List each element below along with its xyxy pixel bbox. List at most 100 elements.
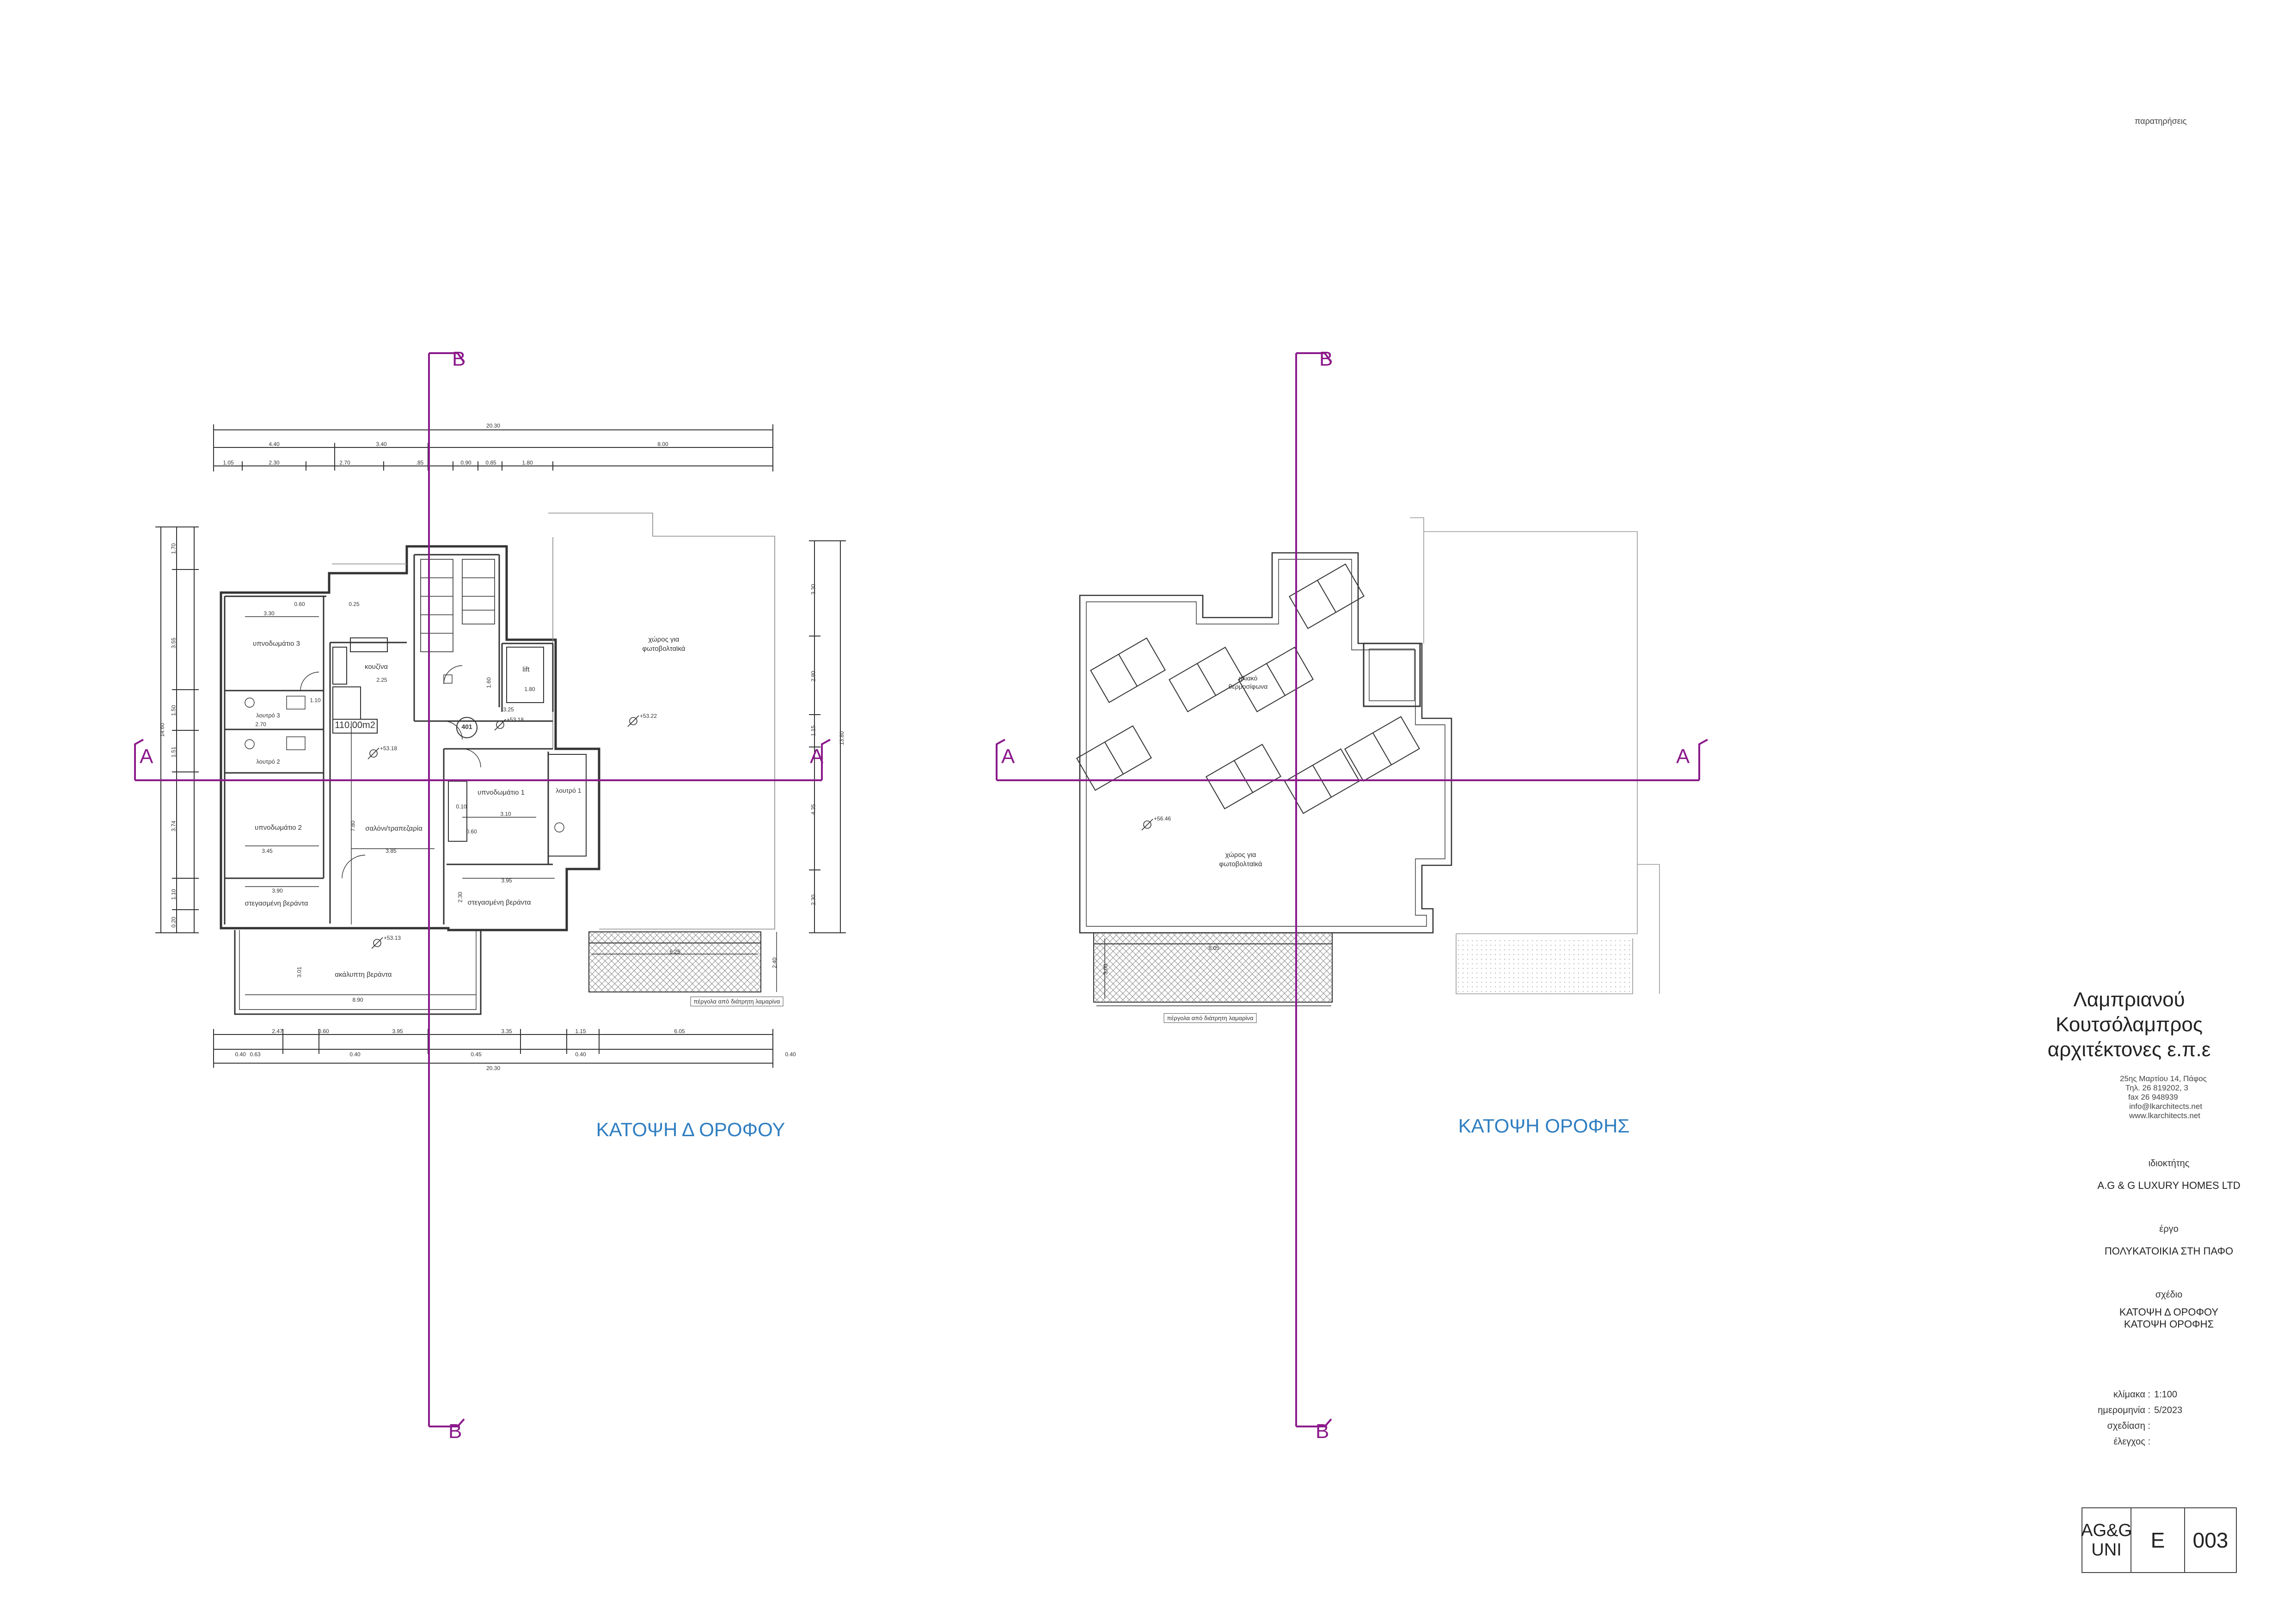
dim-bot-i: 0.40: [349, 1051, 361, 1058]
level-1: +53.18: [380, 745, 398, 752]
pergola-note-right: πέργολα από διάτρητη λαμαρίνα: [1163, 1013, 1257, 1023]
code-sheet-number: 003: [2192, 1528, 2229, 1552]
stair: [420, 559, 495, 652]
dim-in-a: 3.30: [263, 610, 275, 617]
date-value: 5/2023: [2154, 1405, 2183, 1415]
dim-veranda-w: 8.90: [352, 997, 363, 1003]
level-3: +53.22: [640, 713, 657, 719]
room-kitchen: κουζίνα: [365, 663, 388, 671]
room-wc-3: λουτρό 3: [256, 712, 280, 719]
firm-address-2: Τηλ. 26 819202, 3: [2125, 1083, 2188, 1092]
dim-in-o: 0.60: [466, 828, 477, 835]
checked-by-label: έλεγχος :: [2113, 1437, 2150, 1447]
section-a-left-start: A: [140, 745, 153, 768]
dim-left-f: 1.10: [170, 889, 177, 900]
project-label: έργο: [2159, 1224, 2179, 1234]
dim-in-j: 3.85: [386, 848, 397, 854]
dim-left-b: 3.55: [170, 637, 177, 649]
exterior-walls: [220, 545, 600, 931]
lift: [506, 647, 544, 703]
floor-area-label: 110.00m2: [335, 720, 375, 730]
dim-in-f: 2.70: [255, 721, 266, 728]
room-covered-veranda-right: στεγασμένη βεράντα: [467, 899, 531, 906]
dim-left-total: 14.60: [159, 722, 166, 737]
dim-in-q: 2.30: [457, 892, 464, 903]
dim-in-p: 0.10: [456, 803, 467, 810]
section-lines: [134, 352, 1708, 1427]
section-b-top-left: B: [452, 348, 466, 370]
drawing-label: σχέδιο: [2155, 1290, 2183, 1300]
dim-top-g: .85: [416, 459, 424, 466]
section-b-top-right: B: [1319, 348, 1333, 370]
dim-top-a: 4.40: [269, 441, 280, 447]
room-covered-veranda-left: στεγασμένη βεράντα: [245, 900, 308, 907]
code-client: AG&G UNI: [2081, 1508, 2132, 1573]
top-dimensions: [213, 424, 773, 471]
room-pv-area-right: χώρος για φωτοβολταϊκά: [1219, 851, 1262, 868]
dim-in-c: 0.25: [349, 601, 360, 607]
code-client-line-2: UNI: [2091, 1540, 2122, 1560]
dim-bot-h: 0.63: [250, 1051, 261, 1058]
firm-name-line-1: Λαμπριανού: [2073, 988, 2185, 1011]
solar-panels: [1076, 563, 1420, 814]
room-living-dining: σαλόνι/τραπεζαρία: [365, 825, 422, 832]
room-pv-area-left: χώρος για φωτοβολταϊκά: [642, 636, 686, 653]
dim-in-l: 3.95: [501, 877, 512, 884]
dim-top-h: 0.90: [460, 459, 471, 466]
dim-bot-g: 0.40: [235, 1051, 246, 1058]
dim-in-r: 7.80: [349, 820, 356, 832]
pergola: [588, 931, 761, 992]
left-dimensions: [155, 526, 199, 933]
dim-in-e: 1.10: [310, 697, 321, 704]
firm-name-line-2: Κουτσόλαμπρος: [2055, 1013, 2203, 1036]
section-a-right-end: A: [1676, 745, 1690, 768]
dim-top-i: 0.85: [485, 459, 496, 466]
section-b-bottom-right: B: [1316, 1420, 1329, 1443]
firm-address-3: fax 26 948939: [2128, 1093, 2178, 1102]
notes-label: παρατηρήσεις: [2135, 116, 2187, 126]
dim-top-d: 1.05: [223, 459, 234, 466]
room-bedroom-2: υπνοδωμάτιο 2: [255, 824, 302, 832]
left-floor-plan: [155, 424, 846, 1068]
section-a-right-start: A: [1001, 745, 1015, 768]
dim-right-b: 2.80: [810, 671, 817, 682]
dim-top-b: 3.40: [376, 441, 387, 447]
section-a-left-end: A: [810, 745, 824, 768]
title-block-frame: [2082, 1507, 2237, 1573]
dim-roof-pergola-h: 3.00: [1102, 964, 1109, 975]
owner-value: A.G & G LUXURY HOMES LTD: [2097, 1180, 2241, 1191]
dim-bot-a: 2.47: [272, 1028, 283, 1034]
dim-in-g: 3.25: [503, 706, 514, 713]
dim-left-d: 1.51: [170, 747, 177, 758]
dim-left-a: 1.70: [170, 543, 177, 554]
room-wc-2: λουτρό 2: [256, 758, 280, 765]
dim-top-f: 2.70: [339, 459, 350, 466]
dim-bot-b: 0.60: [318, 1028, 329, 1034]
designed-by-label: σχεδίαση :: [2107, 1421, 2150, 1431]
dim-roof-pergola-w: 8.05: [1208, 945, 1219, 951]
room-lift: lift: [522, 666, 530, 673]
dim-right-d: 4.35: [810, 804, 817, 815]
level-markers: [367, 715, 639, 949]
dim-in-d: 2.25: [376, 677, 387, 683]
dim-total-top: 20.30: [486, 422, 501, 429]
dim-in-i: 3.45: [262, 848, 273, 854]
flat-number: 401: [461, 723, 472, 730]
dim-bot-e: 1.15: [575, 1028, 586, 1034]
dim-left-e: 3.74: [170, 820, 177, 832]
dim-pergola-w: 6.25: [669, 949, 680, 955]
room-open-veranda: ακάλυπτη βεράντα: [335, 971, 392, 979]
room-wc-1: λουτρό 1: [556, 787, 582, 794]
dim-right-c: 1.15: [810, 725, 817, 736]
dim-bot-d: 3.35: [501, 1028, 512, 1034]
level-roof: +56.46: [1154, 815, 1171, 822]
bottom-dimensions: [213, 1029, 773, 1068]
drawing-value-2: ΚΑΤΟΨΗ ΟΡΟΦΗΣ: [2124, 1318, 2214, 1330]
dim-top-c: 8.00: [657, 441, 668, 447]
scale-label: κλίμακα :: [2113, 1389, 2150, 1400]
roof-outline: [1079, 552, 1452, 934]
owner-label: ιδιοκτήτης: [2148, 1158, 2190, 1169]
dim-in-m: 1.80: [524, 686, 535, 692]
dim-left-g: 0.20: [170, 917, 177, 928]
date-label: ημερομηνία :: [2098, 1405, 2150, 1415]
